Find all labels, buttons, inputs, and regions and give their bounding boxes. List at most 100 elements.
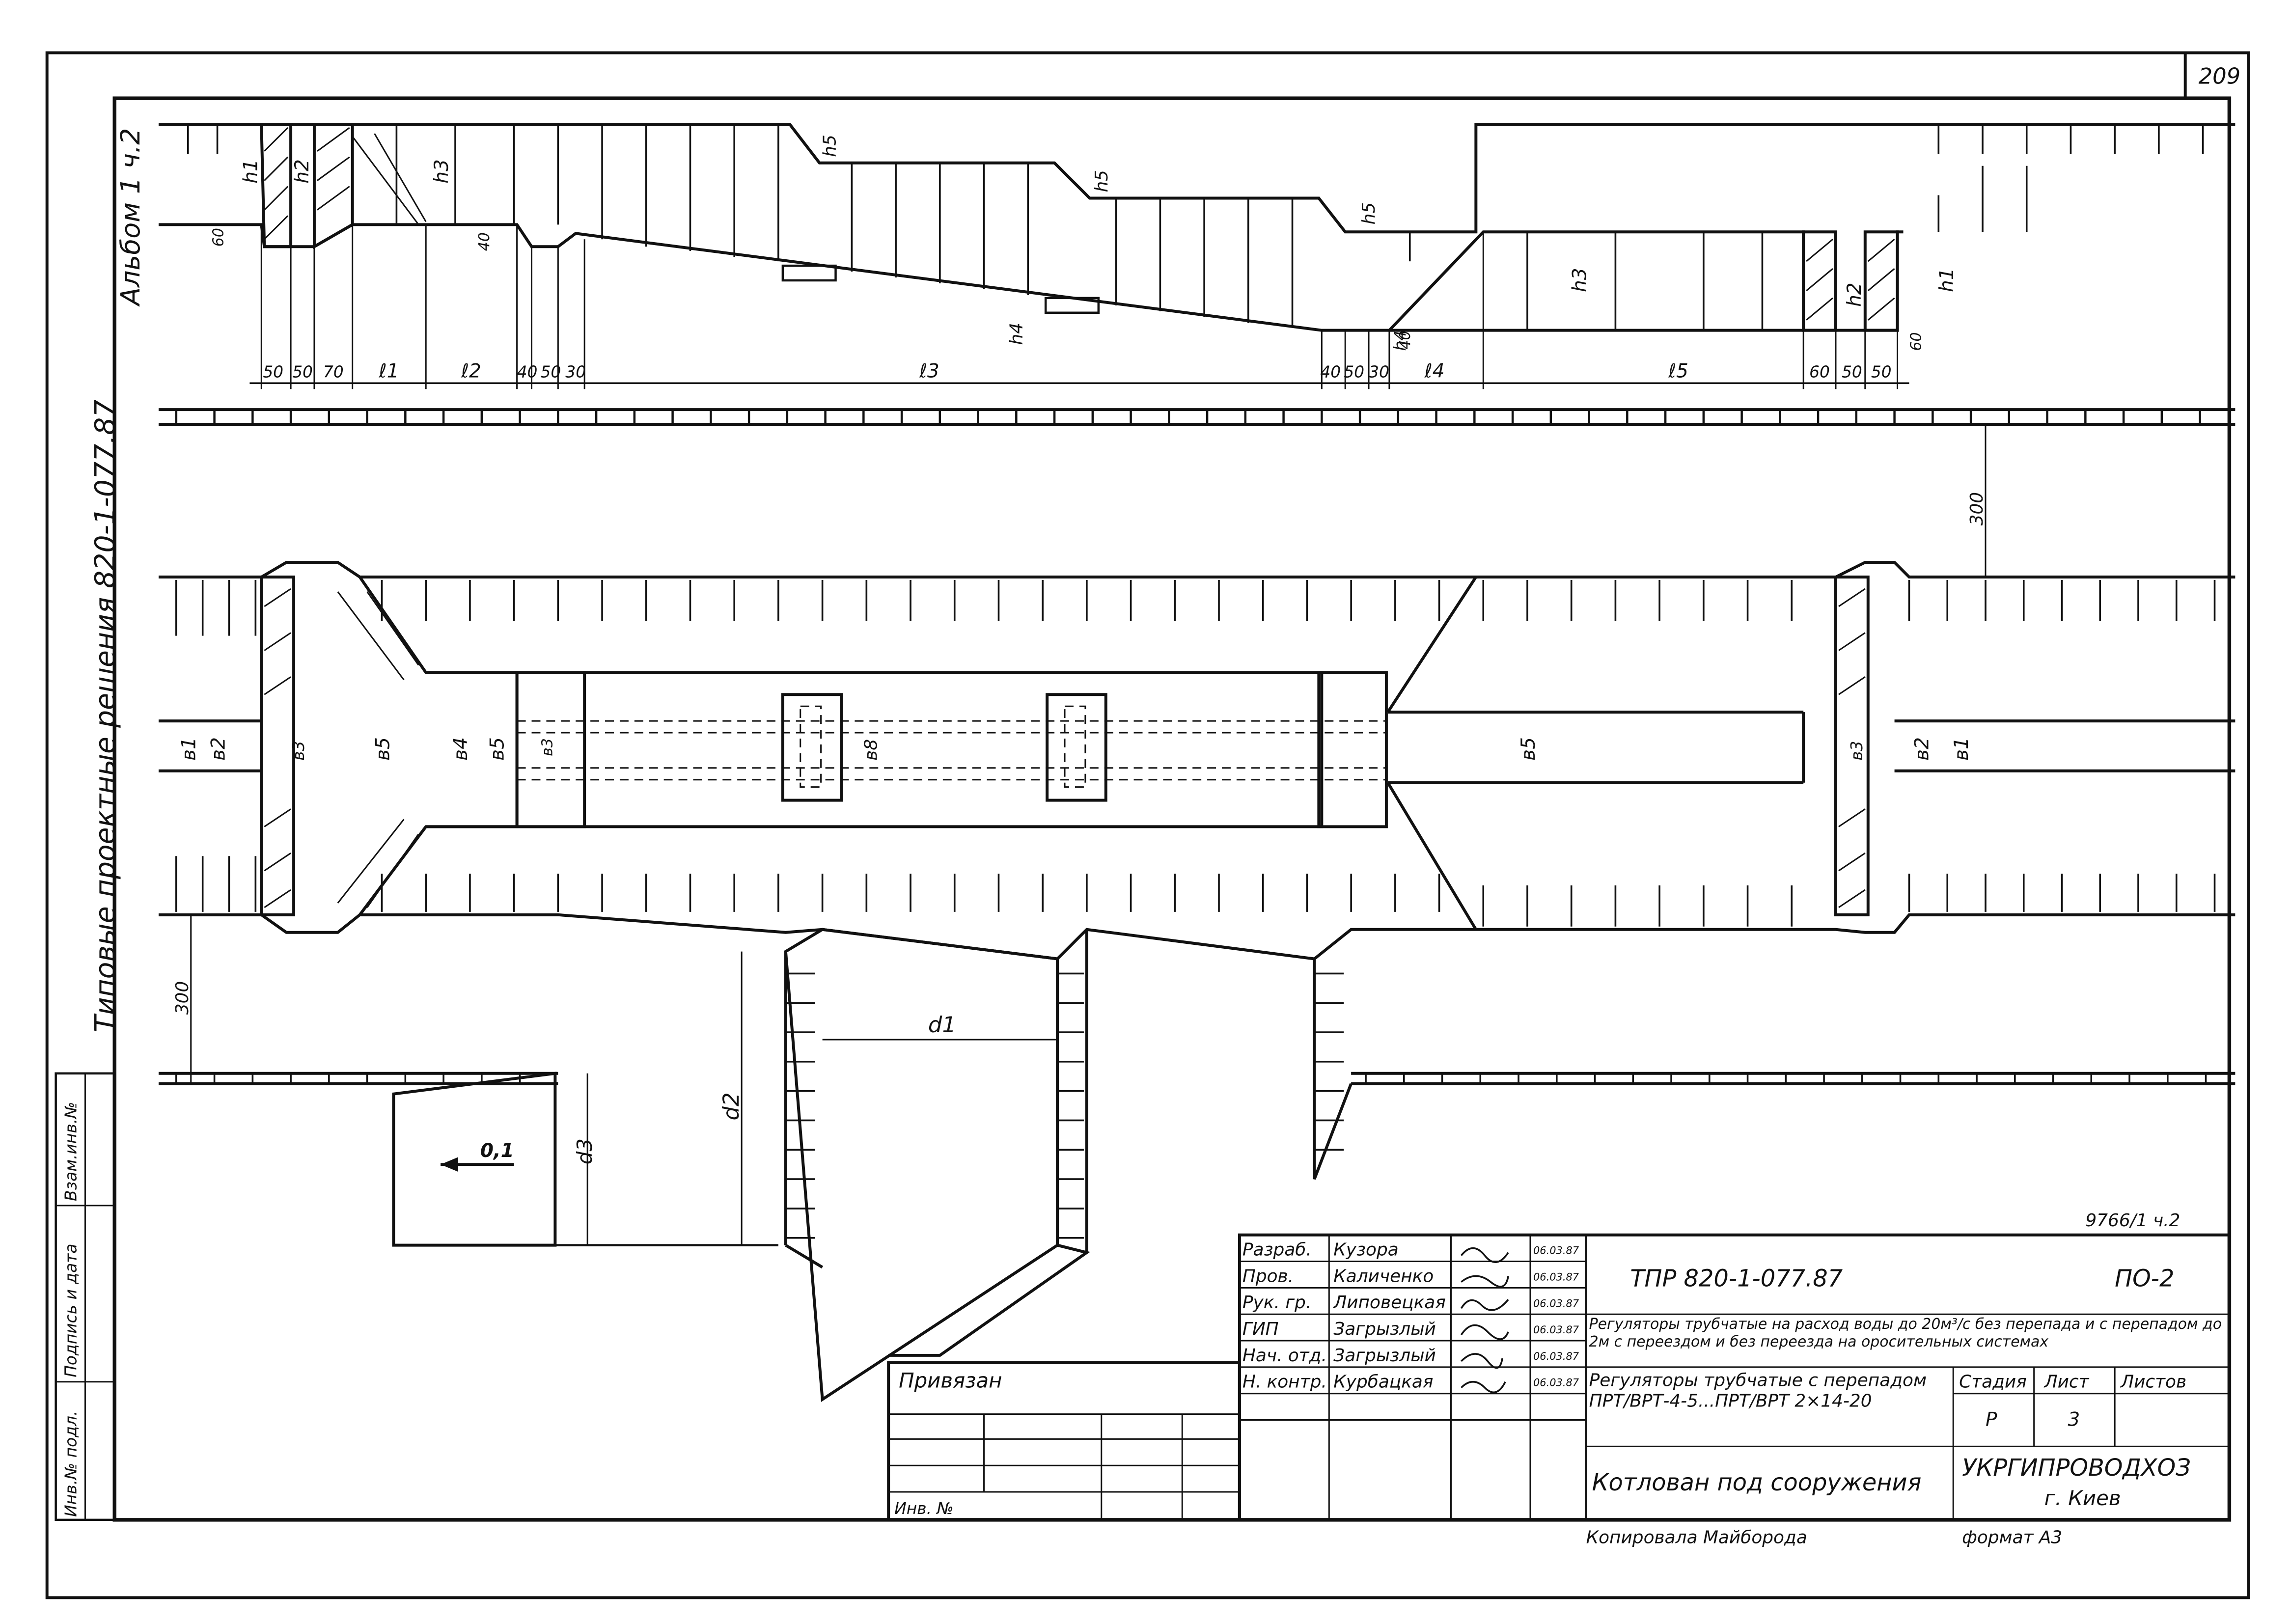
dim-h4-b: h4 — [1390, 330, 1409, 351]
name-3: Загрызлый — [1333, 1319, 1436, 1339]
signatures — [1460, 1247, 1509, 1394]
dim-b1-right: в1 — [1951, 737, 1973, 761]
dim-l5: ℓ5 — [1668, 360, 1688, 382]
profile-section: h1 h2 h3 h5 h5 h5 h4 h4 h3 h2 h1 60 40 4… — [158, 123, 2236, 389]
stamp-vzam: Взам.инв.№ — [61, 1102, 80, 1201]
format: формат А3 — [1962, 1528, 2062, 1548]
dim-h5-c: h5 — [1359, 202, 1379, 225]
role-nach: Нач. отд. — [1242, 1346, 1327, 1366]
profile-top-line — [158, 123, 2236, 234]
title-block: Разраб. Пров. Рук. гр. ГИП Нач. отд. Н. … — [887, 1233, 2231, 1548]
dim-50-b: 50 — [292, 362, 313, 381]
role-nkontr: Н. контр. — [1242, 1372, 1327, 1392]
dim-60-c: 60 — [1809, 362, 1830, 381]
dim-b5-b: в5 — [487, 737, 509, 761]
role-gip: ГИП — [1242, 1319, 1279, 1339]
dim-300-right: 300 — [1967, 492, 1987, 525]
dim-50-f: 50 — [1871, 362, 1892, 381]
dim-b8: в8 — [861, 739, 881, 761]
dim-40-d: 40 — [1320, 362, 1341, 381]
doc-code: ТПР 820-1-077.87 — [1630, 1265, 1843, 1292]
name-5: Курбацкая — [1333, 1372, 1433, 1392]
copied-by: Копировала Майборода — [1586, 1528, 1807, 1548]
album-label: Альбом 1 ч.2 — [115, 128, 146, 307]
stage-value: Р — [1986, 1408, 1997, 1431]
dim-300-left: 300 — [172, 981, 193, 1015]
dim-h5-b: h5 — [1092, 170, 1112, 193]
sheet-code: ПО-2 — [2115, 1265, 2174, 1292]
arrow-label: 0,1 — [480, 1140, 514, 1162]
dim-h1-right: h1 — [1936, 268, 1958, 292]
note-top-right: 9766/1 ч.2 — [2085, 1211, 2180, 1231]
sheet-no-value: 3 — [2068, 1408, 2080, 1431]
name-2: Липовецкая — [1332, 1293, 1446, 1313]
date-2: 06.03.87 — [1533, 1297, 1579, 1309]
date-3: 06.03.87 — [1533, 1324, 1579, 1336]
dim-40-c: 40 — [517, 362, 538, 381]
name-0: Кузора — [1333, 1240, 1398, 1260]
dim-l1: ℓ1 — [379, 360, 399, 382]
drawing-title: Котлован под сооружения — [1592, 1469, 1922, 1496]
dim-h3-left: h3 — [431, 159, 453, 183]
dim-h5-a: h5 — [820, 135, 840, 157]
inv-no: Инв. № — [894, 1499, 954, 1518]
hdr-sheet: Лист — [2043, 1372, 2090, 1392]
dim-b5-c: в5 — [1518, 737, 1540, 761]
dim-h4-a: h4 — [1006, 323, 1026, 345]
dim-30-b: 30 — [1369, 362, 1389, 381]
dim-h2-right: h2 — [1844, 282, 1866, 306]
series-label: Типовые проектные решения 820-1-077.87 — [89, 400, 121, 1033]
dim-b3-mid: в3 — [539, 738, 556, 756]
dim-d1: d1 — [928, 1012, 956, 1038]
dim-50-a: 50 — [263, 362, 283, 381]
dim-40-a: 40 — [476, 232, 493, 251]
dim-h2-left: h2 — [291, 159, 313, 183]
profile-bottom-line — [158, 223, 1904, 332]
name-4: Загрызлый — [1333, 1346, 1436, 1366]
role-prov: Пров. — [1242, 1266, 1294, 1286]
dim-b2-right: в2 — [1911, 737, 1933, 761]
privyazan: Привязан — [899, 1369, 1002, 1393]
side-stamp: Инв.№ подл. Подпись и дата Взам.инв.№ — [55, 1072, 116, 1521]
dim-l4: ℓ4 — [1424, 360, 1445, 382]
date-5: 06.03.87 — [1533, 1377, 1579, 1389]
dim-b3-right: в3 — [1847, 741, 1866, 761]
stamp-podpis: Подпись и дата — [61, 1243, 80, 1377]
role-razrab: Разраб. — [1242, 1240, 1312, 1260]
dim-50-e: 50 — [1842, 362, 1862, 381]
org-name: УКРГИПРОВОДХОЗ — [1962, 1455, 2191, 1482]
doc-description: Регуляторы трубчатые на расход воды до 2… — [1589, 1317, 2222, 1351]
role-ruk: Рук. гр. — [1242, 1293, 1311, 1313]
hdr-sheets: Листов — [2120, 1372, 2186, 1392]
dim-b3-left: в3 — [289, 741, 308, 761]
dim-60-left: 60 — [210, 228, 227, 247]
plan-view: 300 — [158, 408, 2236, 1402]
name-1: Каличенко — [1333, 1266, 1434, 1286]
dim-d2: d2 — [718, 1092, 744, 1120]
date-1: 06.03.87 — [1533, 1271, 1579, 1283]
object-name: Регуляторы трубчатые с перепадом ПРТ/ВРТ… — [1589, 1370, 1927, 1411]
dim-b4: в4 — [450, 737, 472, 761]
dim-50-d: 50 — [1344, 362, 1364, 381]
dim-b2-left: в2 — [208, 737, 230, 761]
outer-frame — [45, 51, 2250, 1599]
dim-d3: d3 — [573, 1138, 597, 1164]
dim-l3: ℓ3 — [919, 360, 939, 382]
dim-50-c: 50 — [540, 362, 561, 381]
dim-b1-left: в1 — [178, 737, 200, 761]
dim-l2: ℓ2 — [461, 360, 481, 382]
stamp-inv-podl: Инв.№ подл. — [61, 1411, 80, 1517]
org-city: г. Киев — [2044, 1486, 2121, 1510]
hdr-stage: Стадия — [1959, 1372, 2027, 1392]
dim-h3-right: h3 — [1569, 268, 1591, 292]
dim-70: 70 — [323, 362, 344, 381]
dim-60-right: 60 — [1907, 332, 1925, 351]
page-number: 209 — [2199, 63, 2241, 89]
date-4: 06.03.87 — [1533, 1350, 1579, 1362]
date-0: 06.03.87 — [1533, 1245, 1579, 1257]
dim-40-b: 40 — [1397, 330, 1414, 349]
dim-b5-a: в5 — [372, 737, 394, 761]
dim-h1-left: h1 — [240, 159, 262, 183]
dim-30-a: 30 — [565, 362, 586, 381]
